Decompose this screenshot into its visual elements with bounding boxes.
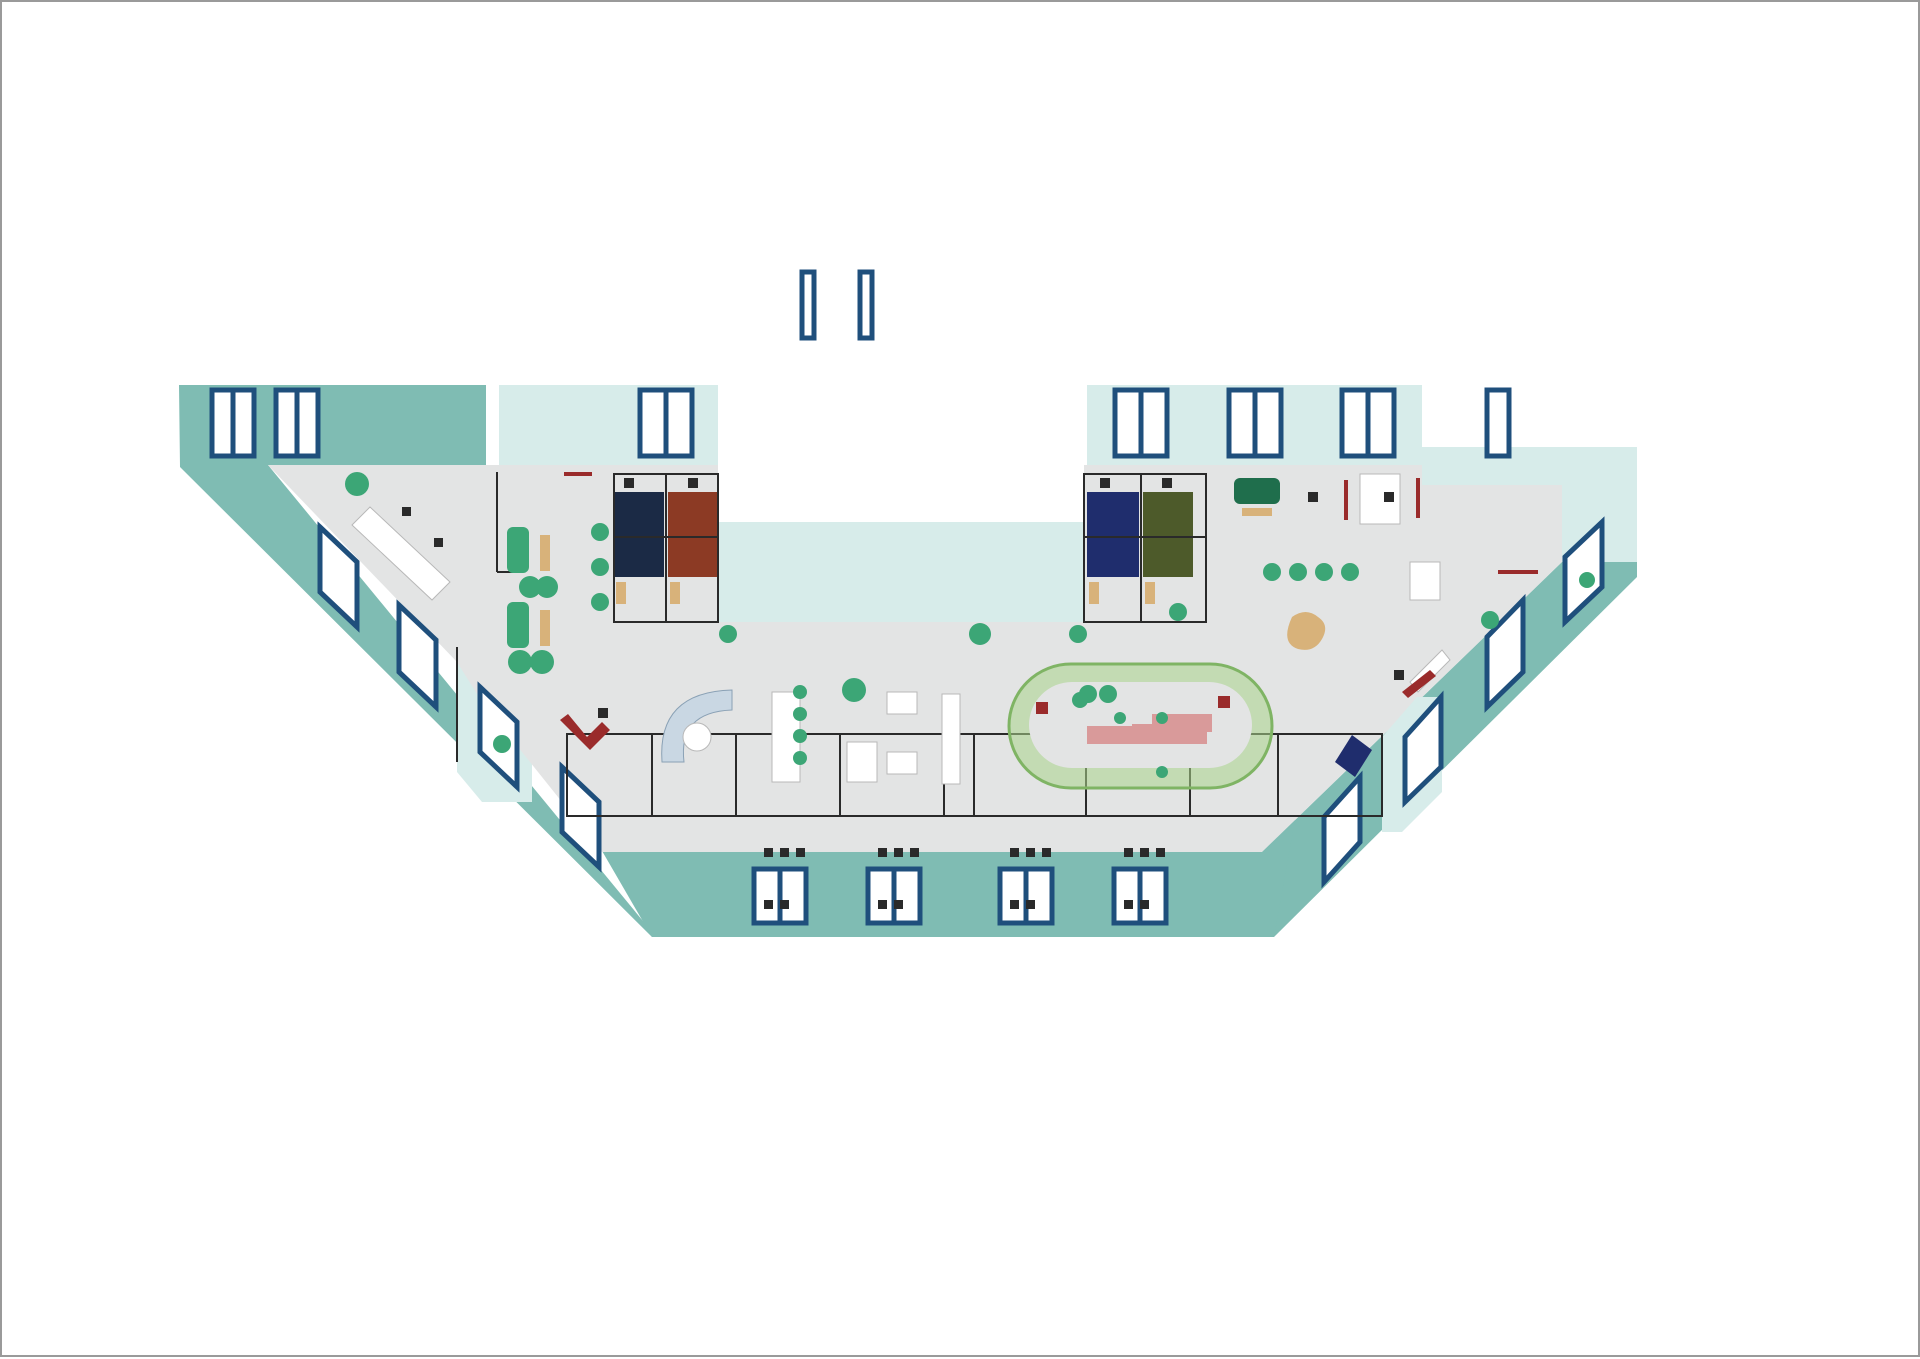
window-icon <box>209 387 257 459</box>
desks <box>351 473 1451 785</box>
office-chair-icon[interactable] <box>1100 478 1110 488</box>
window-icon <box>1402 690 1444 808</box>
south-chair-row <box>764 848 1165 909</box>
plants <box>345 472 1595 778</box>
potted-plant-icon <box>345 472 369 496</box>
potted-plant-icon <box>1072 692 1088 708</box>
potted-plant-icon <box>1169 603 1187 621</box>
office-chair-icon[interactable] <box>624 478 634 488</box>
window-icon <box>637 387 695 459</box>
office-chair-icon[interactable] <box>688 478 698 488</box>
office-chair-icon[interactable] <box>434 538 443 547</box>
window-icon <box>1111 866 1169 926</box>
wood-bench[interactable] <box>1242 508 1272 516</box>
window-icon <box>273 387 321 459</box>
potted-plant-icon <box>1579 572 1595 588</box>
desk-icon[interactable] <box>941 693 961 785</box>
potted-plant-icon <box>1099 685 1117 703</box>
pink-table[interactable] <box>1132 724 1162 744</box>
office-chair-icon[interactable] <box>1114 712 1126 724</box>
green-sofa[interactable] <box>507 527 529 573</box>
potted-plant-icon <box>1289 563 1307 581</box>
potted-plant-icon <box>719 625 737 643</box>
meeting-pods <box>613 473 1207 623</box>
desk-icon[interactable] <box>1409 561 1441 601</box>
office-chair-icon[interactable] <box>1162 478 1172 488</box>
potted-plant-icon <box>591 523 609 541</box>
potted-plant-icon <box>793 729 807 743</box>
meeting-pod-icon[interactable] <box>1143 492 1193 577</box>
potted-plant-icon <box>508 650 532 674</box>
meeting-pod-icon[interactable] <box>668 492 718 577</box>
green-sofa[interactable] <box>507 602 529 648</box>
potted-plant-icon <box>530 650 554 674</box>
meeting-pod-icon[interactable] <box>614 492 664 577</box>
window-icon <box>857 269 875 341</box>
wood-bench[interactable] <box>540 535 550 571</box>
office-chair-icon[interactable] <box>598 708 608 718</box>
potted-plant-icon <box>793 707 807 721</box>
potted-plant-icon <box>793 751 807 765</box>
room-outline <box>1277 733 1383 817</box>
potted-plant-icon <box>493 735 511 753</box>
window-icon <box>1562 516 1605 628</box>
desk-icon[interactable] <box>886 751 918 775</box>
office-chair-icon[interactable] <box>1218 696 1230 708</box>
window-icon <box>317 521 360 633</box>
potted-plant-icon <box>519 576 541 598</box>
office-chair-icon[interactable] <box>1308 492 1318 502</box>
potted-plant-icon <box>1263 563 1281 581</box>
window-icon <box>1339 387 1397 459</box>
red-divider <box>1416 478 1420 518</box>
red-accents <box>560 472 1538 750</box>
window-icon <box>865 866 923 926</box>
potted-plant-icon <box>1481 611 1499 629</box>
red-divider <box>1344 480 1348 520</box>
office-chair-icon[interactable] <box>402 507 411 516</box>
potted-plant-icon <box>1341 563 1359 581</box>
window-icon <box>1484 387 1512 459</box>
potted-plant-icon <box>591 558 609 576</box>
potted-plant-icon <box>591 593 609 611</box>
red-divider <box>1498 570 1538 574</box>
round-table-icon[interactable] <box>682 722 712 752</box>
green-sofa[interactable] <box>1234 478 1280 504</box>
office-chair-icon[interactable] <box>1036 702 1048 714</box>
potted-plant-icon <box>969 623 991 645</box>
desk-icon[interactable] <box>886 691 918 715</box>
potted-plant-icon <box>842 678 866 702</box>
office-chair-icon[interactable] <box>1394 670 1404 680</box>
potted-plant-icon <box>1315 563 1333 581</box>
desk-icon[interactable] <box>1359 473 1401 525</box>
north-channel <box>718 522 1084 622</box>
potted-plant-icon <box>793 685 807 699</box>
window-icon <box>1226 387 1284 459</box>
office-chair-icon[interactable] <box>1384 492 1394 502</box>
red-desk[interactable] <box>560 714 610 750</box>
potted-plant-icon <box>1069 625 1087 643</box>
chairs <box>402 478 1404 909</box>
potted-plant-icon <box>536 576 558 598</box>
window-icon <box>751 866 809 926</box>
window-icon <box>799 269 817 341</box>
desk-icon[interactable] <box>351 506 451 601</box>
round-table-icon[interactable] <box>1287 612 1326 650</box>
window-icon <box>1484 593 1526 713</box>
meeting-pod-icon[interactable] <box>1087 492 1139 577</box>
red-desk[interactable] <box>1402 670 1436 698</box>
window-icon <box>1112 387 1170 459</box>
window-icon <box>997 866 1055 926</box>
potted-plant-icon <box>1156 766 1168 778</box>
red-divider <box>564 472 592 476</box>
desk-icon[interactable] <box>846 741 878 783</box>
wood-bench[interactable] <box>540 610 550 646</box>
lounge-furniture <box>507 478 1326 763</box>
window-icon <box>396 599 439 713</box>
window-icon <box>1321 770 1363 889</box>
windows <box>209 269 1605 926</box>
panel-icon <box>1335 735 1372 777</box>
office-chair-icon[interactable] <box>1156 712 1168 724</box>
